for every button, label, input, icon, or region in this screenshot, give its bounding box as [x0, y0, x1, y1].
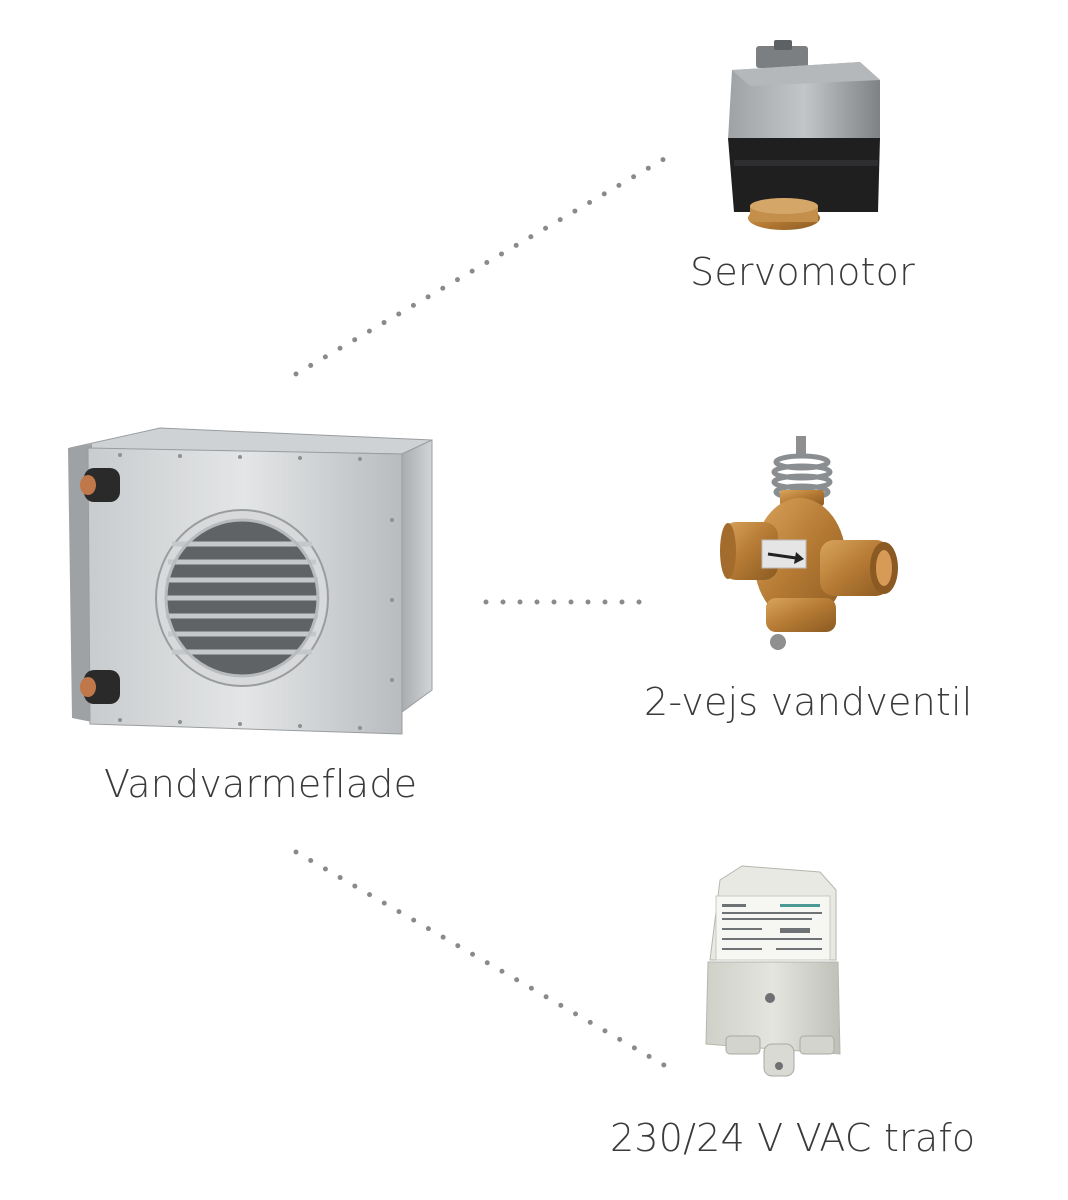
water-heating-coil-icon [68, 427, 433, 735]
water-valve-label: 2-vejs vandventil [644, 680, 973, 724]
water-heating-coil-label: Vandvarmeflade [104, 762, 418, 806]
servomotor-icon [728, 40, 880, 230]
transformer-label: 230/24 V VAC trafo [610, 1116, 976, 1160]
connector-trafo [293, 849, 679, 1075]
pipe-connection-top [80, 468, 120, 502]
pipe-connection-bottom [80, 670, 120, 704]
connector-servomotor [293, 149, 679, 377]
transformer-icon [705, 865, 841, 1077]
servomotor-label: Servomotor [690, 250, 915, 294]
two-way-water-valve-icon [720, 436, 898, 650]
